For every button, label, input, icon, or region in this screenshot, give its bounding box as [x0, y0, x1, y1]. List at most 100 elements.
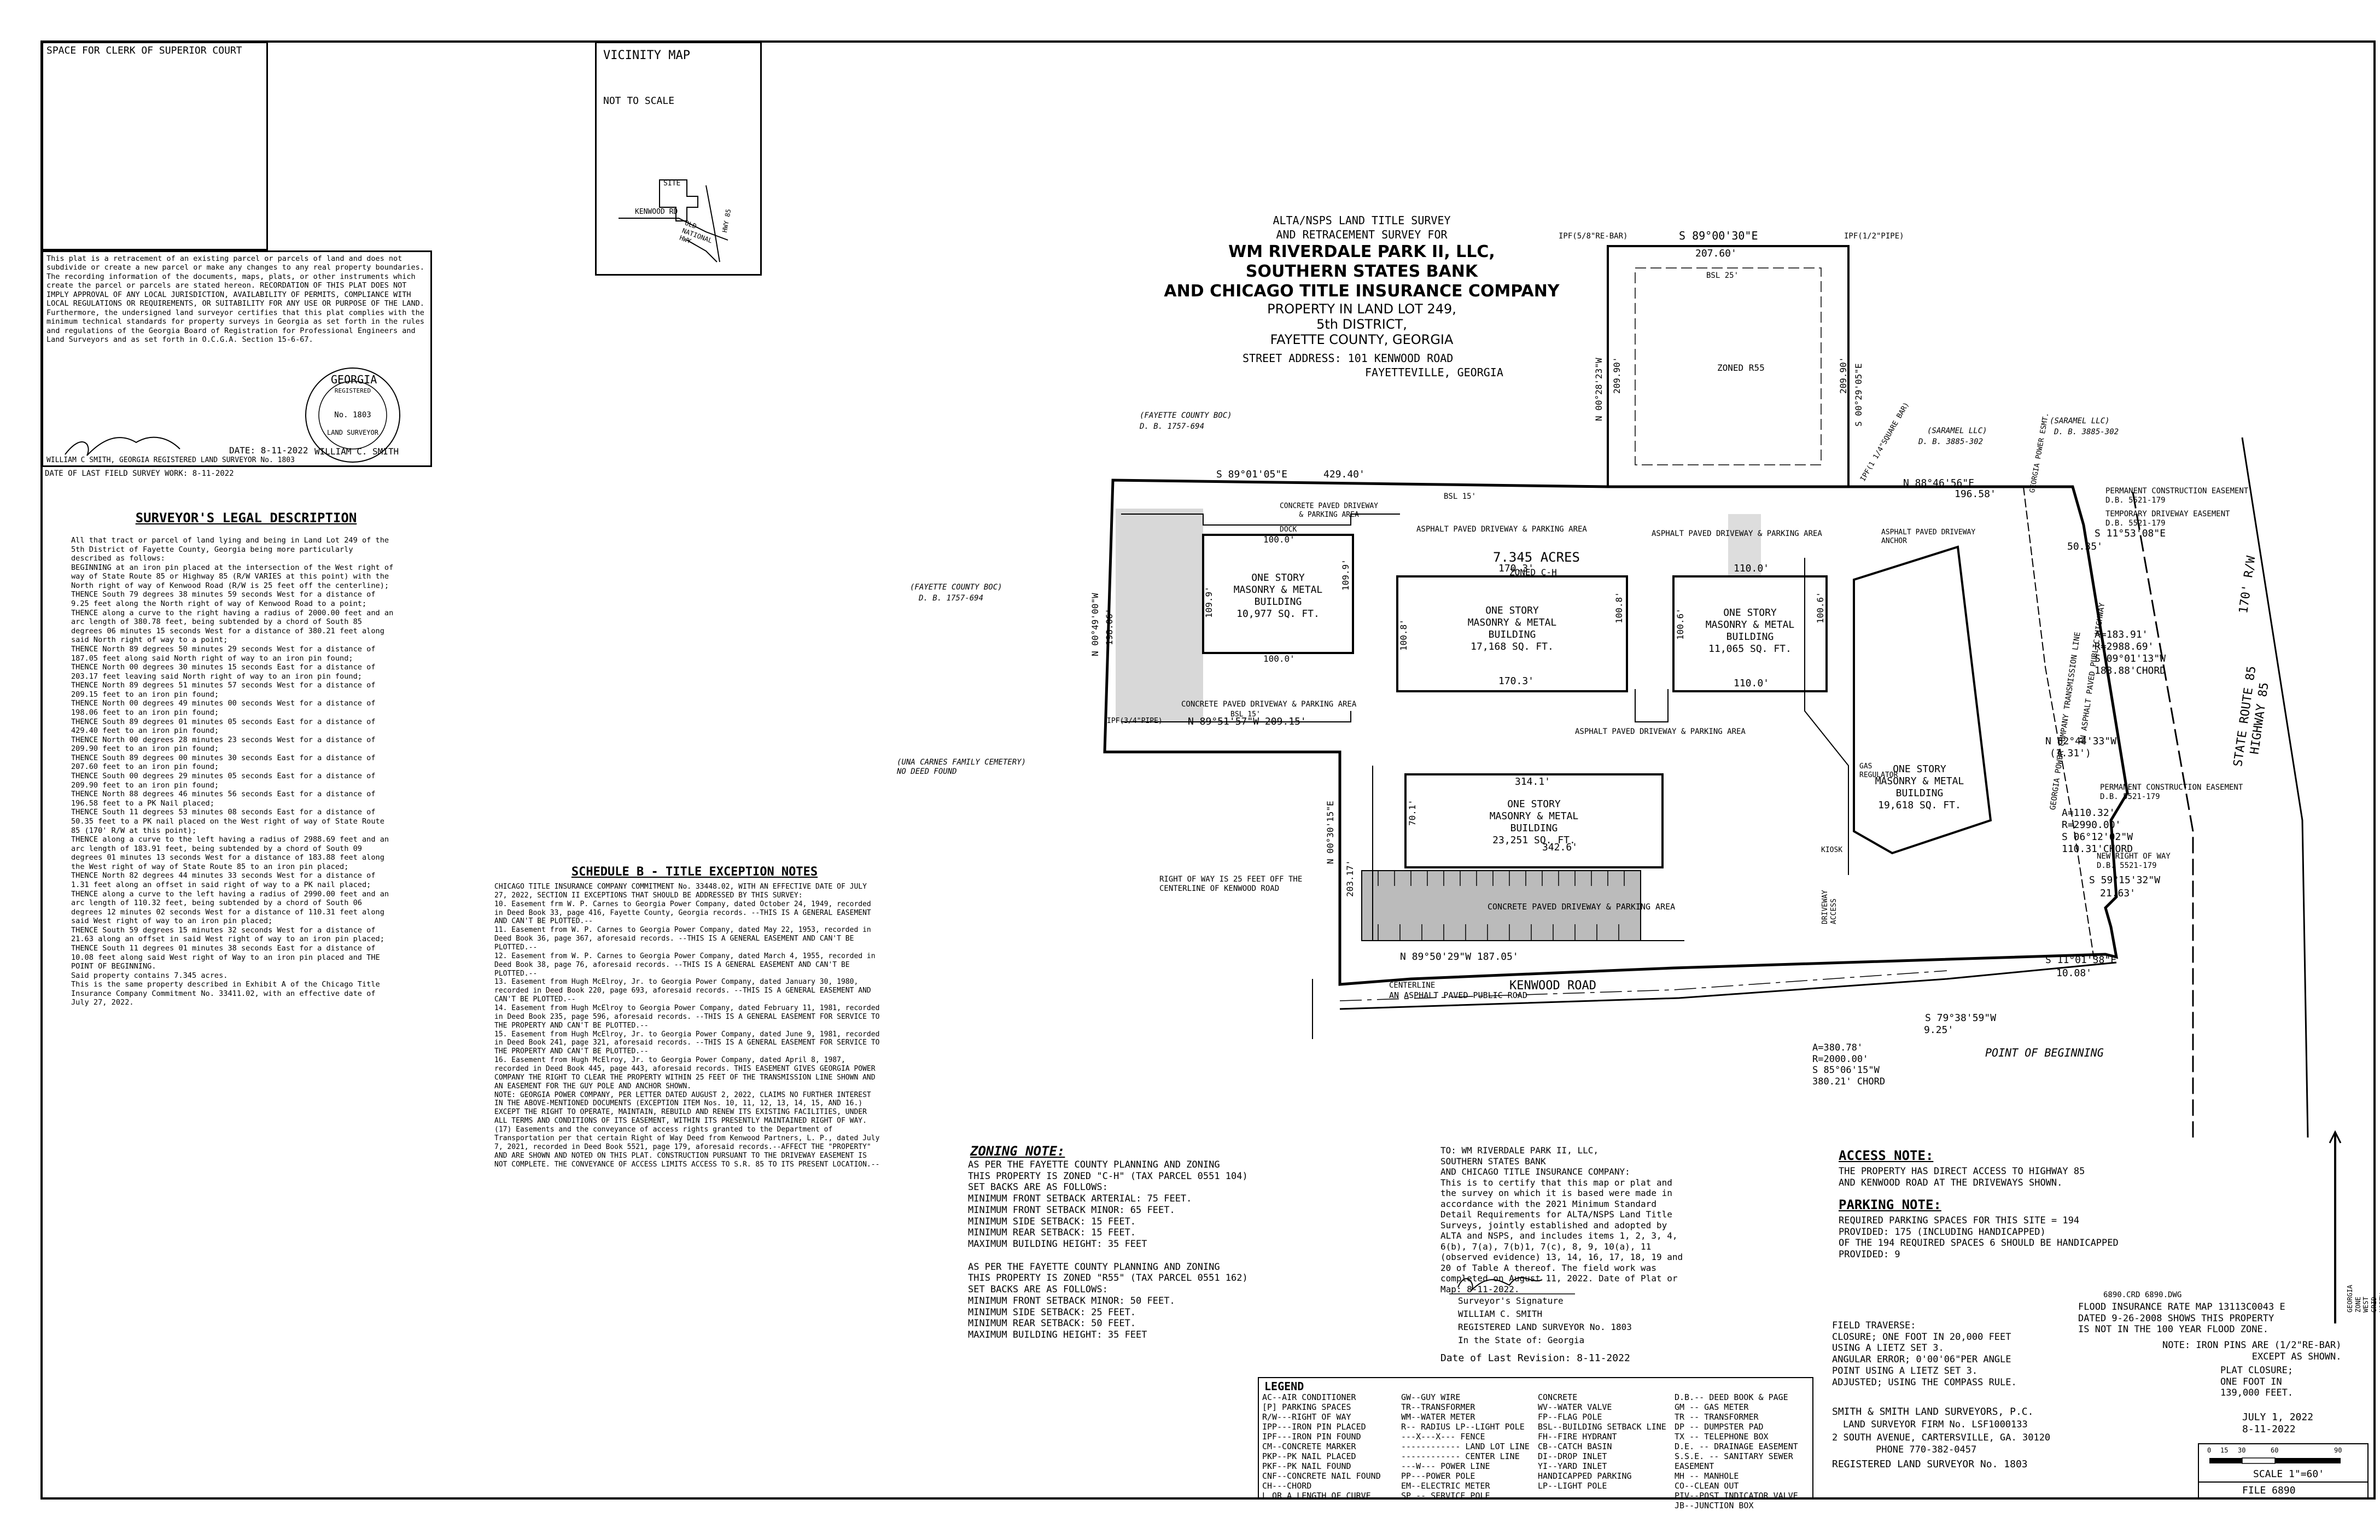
perm-easement-2: PERMANENT CONSTRUCTION EASEMENT D.B. 552…	[2100, 783, 2243, 802]
zoned-ch: ZONED C-H	[1509, 567, 1557, 578]
kiosk: KIOSK	[1821, 846, 1843, 854]
b3-right-dim: 100.6'	[1815, 592, 1825, 623]
scale-label: SCALE 1"=60'	[2253, 1468, 2325, 1480]
ipf-34-pipe: IPF(3/4"PIPE)	[1107, 717, 1163, 725]
access-body: THE PROPERTY HAS DIRECT ACCESS TO HIGHWA…	[1839, 1166, 2085, 1188]
cert-signature-label: Surveyor's Signature	[1458, 1296, 1564, 1306]
curve-1: A=183.91' R=2988.69' S 09°01'13"W 183.88…	[2095, 629, 2166, 676]
scale-tick-90: 90	[2334, 1446, 2342, 1454]
zoning-title: ZONING NOTE:	[970, 1144, 1065, 1159]
distance-kenwood: 9.25'	[1924, 1024, 1954, 1036]
saramel-2: (SARAMEL LLC)	[2050, 417, 2110, 425]
gas-regulator: GAS REGULATOR	[1859, 762, 1898, 779]
certification-block: This plat is a retracement of an existin…	[42, 250, 432, 467]
saramel-db-1: D. B. 3885-302	[1918, 438, 1984, 446]
b2-left-dim: 100.8'	[1398, 619, 1409, 651]
scale-tick-15: 15	[2220, 1446, 2229, 1454]
fayette-boc-2: (FAYETTE COUNTY BOC)	[910, 583, 1002, 592]
bearing-left-r55: N 00°28'23"W	[1594, 358, 1604, 421]
distance-ne2: 50.35'	[2067, 541, 2103, 552]
distance-offset: (1.31')	[2050, 748, 2091, 759]
building-5-label: ONE STORY MASONRY & METAL BUILDING 19,61…	[1875, 763, 1964, 811]
building-3-label: ONE STORY MASONRY & METAL BUILDING 11,06…	[1705, 607, 1795, 655]
bearing-w2: N 00°30'15"E	[1325, 801, 1335, 864]
bearing-offset2: S 59°15'32"W	[2089, 874, 2161, 886]
b2-right-dim: 100.8'	[1614, 592, 1624, 623]
plat-sheet	[40, 40, 2376, 1500]
paved-area-6: CONCRETE PAVED DRIVEWAY & PARKING AREA	[1488, 902, 1676, 912]
paved-area-1: CONCRETE PAVED DRIVEWAY & PARKING AREA	[1279, 502, 1378, 519]
distance-west: 198.06'	[1104, 608, 1115, 645]
title-l9: STREET ADDRESS: 101 KENWOOD ROAD	[1242, 352, 1454, 365]
dock: DOCK	[1280, 526, 1297, 534]
distance-ne: 196.58'	[1955, 488, 1996, 500]
paved-area-5: ASPHALT PAVED DRIVEWAY & PARKING AREA	[1575, 727, 1746, 736]
legal-title: SURVEYOR'S LEGAL DESCRIPTION	[135, 510, 357, 526]
bearing-offset: N 82°44'33"W	[2045, 736, 2117, 747]
bsl-15-mid: BSL 15'	[1230, 710, 1261, 719]
clerk-space-label: SPACE FOR CLERK OF SUPERIOR COURT	[46, 45, 242, 56]
row-note: RIGHT OF WAY IS 25 FEET OFF THE CENTERLI…	[1159, 875, 1303, 894]
zoned-r55: ZONED R55	[1717, 363, 1765, 373]
b4-top-dim: 314.1'	[1515, 776, 1551, 788]
b4-left-dim: 70.1'	[1407, 799, 1418, 826]
surveyor-line: WILLIAM C SMITH, GEORGIA REGISTERED LAND…	[46, 456, 295, 464]
access-title: ACCESS NOTE:	[1839, 1148, 1934, 1163]
point-of-beginning: POINT OF BEGINNING	[1985, 1046, 2104, 1059]
vicinity-scale: NOT TO SCALE	[603, 95, 675, 107]
paved-area-7: ASPHALT PAVED DRIVEWAY ANCHOR	[1881, 528, 1976, 545]
vicinity-map-drawing	[619, 179, 728, 262]
temp-driveway-easement: TEMPORARY DRIVEWAY EASEMENT D.B. 5521-17…	[2105, 510, 2230, 528]
b3-top-dim: 110.0'	[1734, 563, 1770, 574]
vicinity-map: VICINITY MAP NOT TO SCALE SITE KENWOOD R…	[595, 42, 762, 276]
seal-drawing	[65, 368, 400, 463]
cert-name: WILLIAM C. SMITH	[1458, 1309, 1543, 1319]
b2-top-dim: 170.3'	[1498, 563, 1535, 574]
vicinity-kenwood: KENWOOD RD	[635, 208, 678, 216]
distance-left-r55: 209.90'	[1612, 357, 1622, 394]
scale-tick-30: 30	[2238, 1446, 2246, 1454]
distance-offset2: 21.63'	[2100, 888, 2136, 899]
driveway-access: DRIVEWAY ACCESS	[1821, 890, 1838, 924]
clerk-space-box: SPACE FOR CLERK OF SUPERIOR COURT	[42, 42, 268, 250]
b1-left-dim: 109.9'	[1204, 586, 1214, 618]
bearing-right-r55: S 00°29'05"E	[1853, 363, 1864, 427]
distance-north: 429.40'	[1323, 469, 1365, 480]
legal-body: All that tract or parcel of land lying a…	[71, 536, 394, 1007]
cert-revision: Date of Last Revision: 8-11-2022	[1440, 1352, 1630, 1364]
paved-area-3: ASPHALT PAVED DRIVEWAY & PARKING AREA	[1652, 529, 1822, 538]
certification-body: TO: WM RIVERDALE PARK II, LLC, SOUTHERN …	[1440, 1145, 1683, 1294]
legend-col-1: AC--AIR CONDITIONER [P] PARKING SPACES R…	[1262, 1392, 1381, 1501]
grid-north: GEORGIA ZONE WEST GRID NORTH	[2346, 1285, 2380, 1312]
b1-right-dim: 109.9'	[1340, 559, 1351, 591]
title-l10: FAYETTEVILLE, GEORGIA	[1365, 366, 1503, 379]
legend-col-4: D.B.-- DEED BOOK & PAGE GM -- GAS METER …	[1675, 1392, 1798, 1510]
bsl-25: BSL 25'	[1706, 271, 1739, 280]
b1-top-dim: 100.0'	[1263, 534, 1295, 545]
public-road: AN ASPHALT PAVED PUBLIC ROAD	[1389, 990, 1527, 1000]
firm-l1: SMITH & SMITH LAND SURVEYORS, P.C.	[1832, 1406, 2034, 1418]
title-l7: 5th DISTRICT,	[1316, 317, 1407, 332]
distance-right-r55: 209.90'	[1838, 357, 1848, 394]
paved-area-2: ASPHALT PAVED DRIVEWAY & PARKING AREA	[1416, 525, 1587, 534]
title-l8: FAYETTE COUNTY, GEORGIA	[1270, 332, 1454, 347]
title-l4: SOUTHERN STATES BANK	[1245, 262, 1478, 281]
bsl-15-top: BSL 15'	[1444, 492, 1477, 501]
b3-left-dim: 100.6'	[1675, 608, 1685, 640]
fayette-db-2: D. B. 1757-694	[919, 594, 984, 603]
centerline: CENTERLINE	[1389, 981, 1436, 990]
bearing-north: S 89°01'05"E	[1216, 469, 1288, 480]
ipf-12-pipe: IPF(1/2"PIPE)	[1844, 232, 1904, 241]
schedule-b-title: SCHEDULE B - TITLE EXCEPTION NOTES	[571, 865, 818, 879]
scale-tick-60: 60	[2271, 1446, 2279, 1454]
seal-land-surveyor: LAND SURVEYOR	[327, 429, 378, 436]
fayette-boc-1: (FAYETTE COUNTY BOC)	[1140, 411, 1232, 420]
distance-w2: 203.17'	[1345, 860, 1355, 897]
fayette-db-1: D. B. 1757-694	[1140, 422, 1205, 431]
curve-3: A=380.78' R=2000.00' S 85°06'15"W 380.21…	[1812, 1042, 1886, 1088]
building-2-label: ONE STORY MASONRY & METAL BUILDING 17,16…	[1467, 605, 1557, 652]
seal-state: GEORGIA	[331, 373, 377, 386]
distance-pob: 10.08'	[2056, 967, 2092, 979]
b1-bottom-dim: 100.0'	[1263, 654, 1295, 664]
last-field-survey: DATE OF LAST FIELD SURVEY WORK: 8-11-202…	[45, 469, 234, 478]
